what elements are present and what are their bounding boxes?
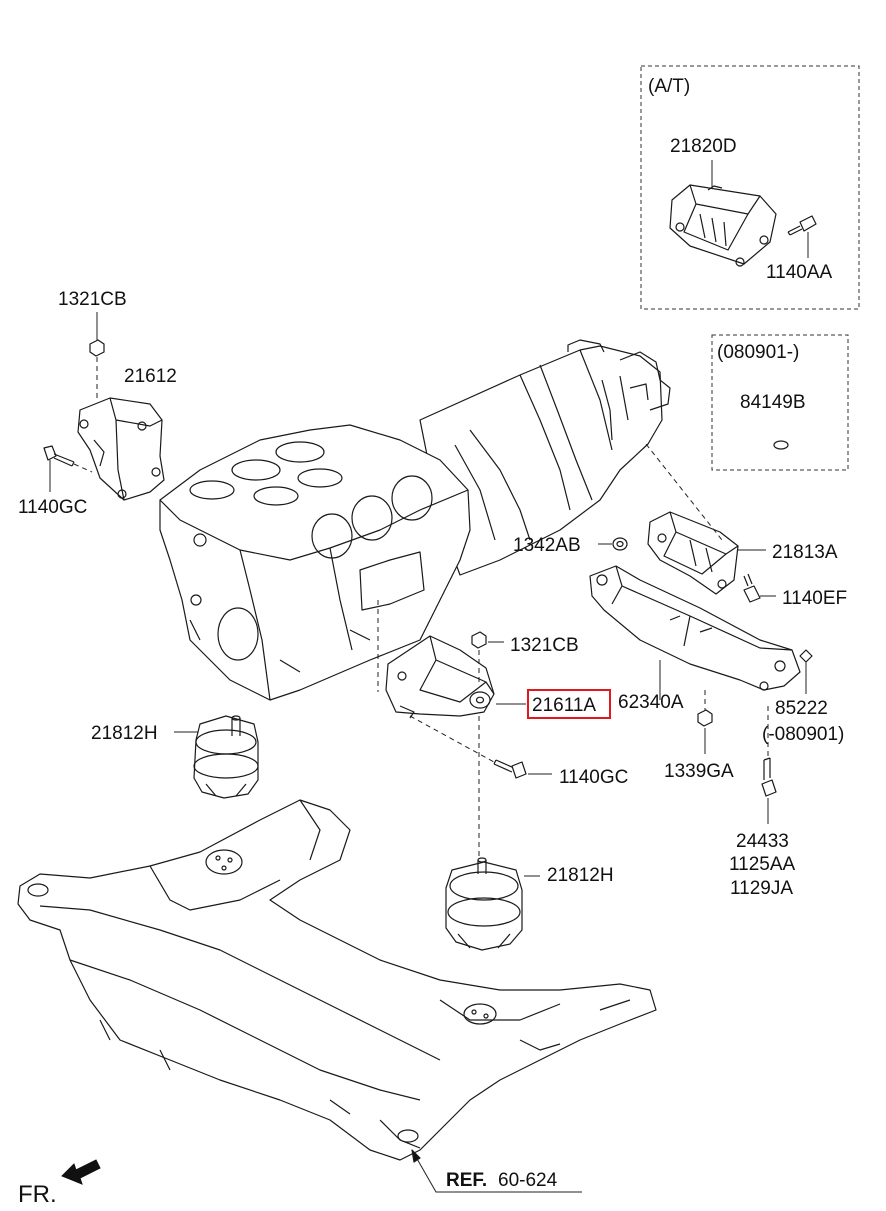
part-label-1342ab[interactable]: 1342AB: [513, 535, 581, 556]
bolt-1140ef-drawing: [743, 573, 776, 603]
bolt-1140gc-left-drawing: [43, 445, 93, 492]
washer-1342ab-drawing: [598, 537, 628, 551]
part-label-21812h-bottom[interactable]: 21812H: [547, 865, 614, 886]
part-label-62340a[interactable]: 62340A: [618, 692, 684, 713]
bolt-24433-drawing: [761, 706, 777, 824]
crossmember-62340a-drawing: [589, 565, 801, 691]
reference-number[interactable]: 60-624: [498, 1170, 558, 1191]
part-label-1140ef[interactable]: 1140EF: [782, 588, 847, 609]
option-box-at-frame: [640, 65, 860, 310]
engine-mount-21812h-bottom-drawing: [445, 857, 523, 951]
transmission-mount-21820d-drawing: [669, 184, 777, 267]
part-label-21813a[interactable]: 21813A: [772, 542, 838, 563]
part-label-21812h-left[interactable]: 21812H: [91, 723, 158, 744]
engine-mount-21812h-left-drawing: [193, 715, 259, 799]
part-label-85222-note: (-080901): [762, 724, 844, 745]
part-label-85222[interactable]: 85222: [775, 698, 828, 719]
nut-1339ga-drawing: [697, 690, 713, 754]
part-label-1125aa[interactable]: 1125AA: [729, 854, 796, 875]
part-label-1140gc-mid[interactable]: 1140GC: [559, 767, 628, 788]
bracket-21611a-drawing: [385, 635, 495, 719]
part-label-1140gc-left[interactable]: 1140GC: [18, 497, 87, 518]
reference-prefix: REF.: [446, 1170, 487, 1191]
option-box-at-title: (A/T): [648, 76, 690, 97]
leader-dash-1140gc-mid: [409, 715, 495, 763]
front-direction-arrow-icon: [61, 1159, 101, 1185]
bolt-1140gc-mid-drawing: [493, 759, 552, 779]
reference-leader: [411, 1149, 582, 1193]
part-label-84149b[interactable]: 84149B: [740, 392, 806, 413]
part-label-1321cb-mid[interactable]: 1321CB: [510, 635, 579, 656]
plug-84149b-drawing: [773, 440, 789, 450]
option-box-date-frame: [711, 334, 849, 471]
option-box-date: (080901-) 84149B: [711, 334, 849, 471]
part-label-1129ja[interactable]: 1129JA: [730, 878, 793, 899]
engine-transmission-assembly-drawing: [159, 339, 671, 701]
part-label-1140aa[interactable]: 1140AA: [766, 262, 833, 283]
mount-21813a-drawing: [647, 511, 739, 595]
part-label-21820d[interactable]: 21820D: [670, 136, 737, 157]
bracket-21612-drawing: [77, 397, 165, 501]
front-direction-label: FR.: [18, 1181, 57, 1208]
bolt-1140aa-drawing: [787, 215, 817, 258]
part-label-21612[interactable]: 21612: [124, 366, 177, 387]
part-label-24433[interactable]: 24433: [736, 831, 789, 852]
part-label-21611a[interactable]: 21611A: [532, 695, 596, 716]
nut-1321cb-top-drawing: [89, 312, 105, 400]
highlight-box-21611a: [527, 689, 611, 719]
part-label-1339ga[interactable]: 1339GA: [664, 761, 734, 782]
option-box-date-title: (080901-): [717, 342, 799, 363]
subframe-drawing: [17, 799, 657, 1161]
part-label-1321cb-top[interactable]: 1321CB: [58, 289, 127, 310]
option-box-at: (A/T) 21820D 1140AA: [640, 65, 860, 310]
nut-1321cb-mid-drawing: [471, 631, 504, 686]
bolt-85222-drawing: [799, 649, 813, 694]
leader-dash-21813a: [645, 443, 723, 541]
